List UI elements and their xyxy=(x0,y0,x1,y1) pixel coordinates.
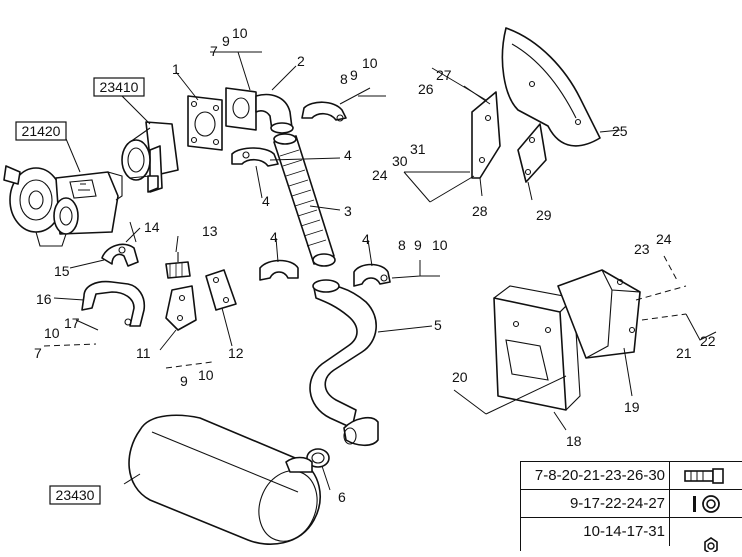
flexible-pipe xyxy=(273,133,336,267)
callout-10-lower: 10 xyxy=(432,237,448,253)
exhaust-elbow-flange xyxy=(121,121,179,193)
gasket xyxy=(187,95,223,151)
hanger-bracket-left xyxy=(165,285,197,331)
clamp-lower-right xyxy=(353,263,391,287)
callout-10-left: 10 xyxy=(44,325,60,341)
ref-label-23410: 23410 xyxy=(93,77,145,97)
bolt-icon xyxy=(671,462,742,490)
callout-numbers: 1 2 3 4 4 4 4 5 6 7 9 10 8 9 10 8 9 10 7… xyxy=(34,25,716,505)
callout-5: 5 xyxy=(434,317,442,333)
callout-25: 25 xyxy=(612,123,628,139)
legend-row-bolt: 7-8-20-21-23-26-30 xyxy=(521,462,742,490)
callout-19: 19 xyxy=(624,399,640,415)
legend-washer-parts: 9-17-22-24-27 xyxy=(521,490,670,518)
turbocharger xyxy=(3,165,123,247)
nut-icon xyxy=(671,518,742,555)
legend-row-nut: 10-14-17-31 xyxy=(521,518,742,555)
callout-24-left: 24 xyxy=(372,167,388,183)
leader-lines xyxy=(43,51,717,491)
callout-26: 26 xyxy=(418,81,434,97)
washer-icon xyxy=(671,490,742,518)
tail-pipe xyxy=(309,279,379,447)
callout-10-right: 10 xyxy=(362,55,378,71)
clamp-lower-left xyxy=(259,259,299,281)
callout-20: 20 xyxy=(452,369,468,385)
callout-17: 17 xyxy=(64,315,80,331)
callout-12: 12 xyxy=(228,345,244,361)
hanger-bracket-right xyxy=(205,269,237,311)
callout-11: 11 xyxy=(136,345,151,361)
callout-1: 1 xyxy=(172,61,180,77)
support-bracket-28 xyxy=(471,91,501,179)
ref-text-21420: 21420 xyxy=(22,123,61,139)
fastener-legend: 7-8-20-21-23-26-30 9-17-22-24-27 10-14-1… xyxy=(520,461,742,555)
callout-4-upper: 4 xyxy=(344,147,352,163)
callout-10-bottom: 10 xyxy=(198,367,214,383)
muffler xyxy=(128,414,321,545)
callout-15: 15 xyxy=(54,263,70,279)
callout-14: 14 xyxy=(144,219,160,235)
callout-4-middle: 4 xyxy=(262,193,270,209)
legend-bolt-parts: 7-8-20-21-23-26-30 xyxy=(521,462,670,490)
callout-4-lower-left: 4 xyxy=(270,229,278,245)
callout-7-top: 7 xyxy=(210,43,218,59)
callout-9-bottom: 9 xyxy=(180,373,188,389)
callout-9-lower: 9 xyxy=(414,237,422,253)
heat-shield-box xyxy=(557,269,641,359)
callout-28: 28 xyxy=(472,203,488,219)
heat-shield xyxy=(501,27,601,147)
support-bracket-29 xyxy=(517,123,547,183)
callout-4-lower-right: 4 xyxy=(362,231,370,247)
legend-nut-parts: 10-14-17-31 xyxy=(521,518,670,546)
callout-6: 6 xyxy=(338,489,346,505)
legend-row-washer: 9-17-22-24-27 xyxy=(521,490,742,518)
ref-text-23410: 23410 xyxy=(100,79,139,95)
callout-21: 21 xyxy=(676,345,692,361)
callout-8-lower: 8 xyxy=(398,237,406,253)
callout-8-right: 8 xyxy=(340,71,348,87)
ref-text-23430: 23430 xyxy=(56,487,95,503)
muffler-hanger-strap xyxy=(81,243,146,327)
callout-30: 30 xyxy=(392,153,408,169)
clamp-middle xyxy=(231,147,279,167)
clamp-upper xyxy=(301,101,347,122)
callout-2: 2 xyxy=(297,53,305,69)
callout-31: 31 xyxy=(410,141,426,157)
ref-label-21420: 21420 xyxy=(15,121,67,141)
callout-3: 3 xyxy=(344,203,352,219)
callout-9-right: 9 xyxy=(350,67,358,83)
ref-label-23430: 23430 xyxy=(49,485,101,505)
callout-22: 22 xyxy=(700,333,716,349)
callout-7-left: 7 xyxy=(34,345,42,361)
exhaust-elbow xyxy=(225,87,294,134)
callout-24-right: 24 xyxy=(656,231,672,247)
callout-29: 29 xyxy=(536,207,552,223)
callout-13: 13 xyxy=(202,223,218,239)
callout-16: 16 xyxy=(36,291,52,307)
callout-27: 27 xyxy=(436,67,452,83)
callout-10-top: 10 xyxy=(232,25,248,41)
callout-23: 23 xyxy=(634,241,650,257)
callout-9-top: 9 xyxy=(222,33,230,49)
rubber-mount xyxy=(165,252,191,279)
callout-18: 18 xyxy=(566,433,582,449)
